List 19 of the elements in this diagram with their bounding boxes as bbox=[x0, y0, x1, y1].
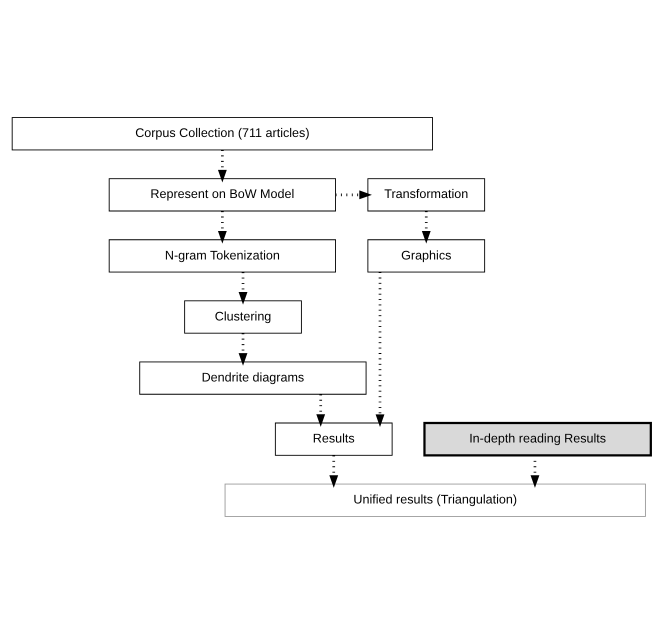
node-box: Graphics bbox=[367, 238, 486, 272]
node-box: Transformation bbox=[367, 178, 486, 211]
node-box: Clustering bbox=[184, 300, 302, 334]
node-box: Represent on BoW Model bbox=[108, 178, 336, 211]
arrow bbox=[376, 272, 384, 427]
arrow bbox=[316, 394, 326, 426]
node-box: In-depth reading Results bbox=[423, 421, 652, 456]
arrow bbox=[218, 210, 227, 244]
arrow bbox=[329, 455, 338, 488]
node-box: Unified results (Triangulation) bbox=[224, 483, 646, 516]
arrow bbox=[238, 332, 248, 366]
node-box: Results bbox=[274, 422, 393, 456]
arrow bbox=[238, 272, 248, 304]
node-box: Corpus Collection (711 articles) bbox=[12, 116, 433, 150]
node-box: Dendrite diagrams bbox=[139, 360, 367, 394]
arrow bbox=[336, 190, 372, 199]
arrow bbox=[422, 210, 431, 244]
node-box: N-gram Tokenization bbox=[108, 238, 336, 272]
arrow bbox=[218, 150, 227, 182]
